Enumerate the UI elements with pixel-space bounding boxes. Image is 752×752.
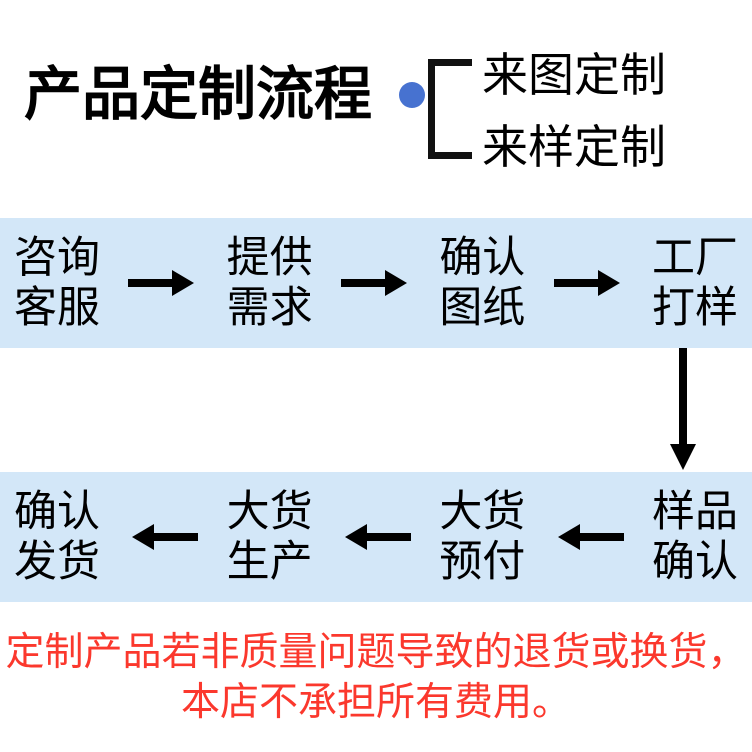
arrow-left-icon-3 xyxy=(552,522,626,552)
flow-row-2-band: 确认 发货 大货 生产 大货 预付 样品 确认 xyxy=(0,472,752,602)
step-line-1: 大货 xyxy=(226,488,313,536)
header-section: 产品定制流程 来图定制 来样定制 xyxy=(0,0,752,218)
flow-row-1-steps: 咨询 客服 提供 需求 确认 图纸 工厂 打样 xyxy=(0,218,752,348)
flow-step-bulk-prepayment: 大货 预付 xyxy=(439,487,525,587)
step-line-2: 发货 xyxy=(14,538,100,586)
flow-step-sample-confirm: 样品 确认 xyxy=(652,487,738,587)
flow-step-bulk-production: 大货 生产 xyxy=(227,487,313,587)
step-line-1: 确认 xyxy=(14,488,100,536)
step-line-2: 确认 xyxy=(651,538,738,586)
footer-line-2: 本店不承担所有费用。 xyxy=(180,681,571,724)
down-arrow-icon xyxy=(668,348,698,472)
step-line-2: 预付 xyxy=(439,538,526,586)
footer-disclaimer: 定制产品若非质量问题导致的退货或换货， 本店不承担所有费用。 xyxy=(0,628,752,728)
flow-step-consult-service: 咨询 客服 xyxy=(14,233,100,333)
step-line-2: 打样 xyxy=(651,284,738,332)
step-line-1: 提供 xyxy=(226,234,313,282)
brace-bracket-icon xyxy=(428,59,472,159)
arrow-right-icon-1 xyxy=(126,268,200,298)
step-line-1: 咨询 xyxy=(14,234,100,282)
flow-step-provide-requirements: 提供 需求 xyxy=(227,233,313,333)
step-line-1: 大货 xyxy=(439,488,526,536)
step-line-2: 生产 xyxy=(226,538,313,586)
down-arrow-shaft xyxy=(679,348,687,452)
step-line-2: 需求 xyxy=(226,284,313,332)
arrow-right-icon-3 xyxy=(552,268,626,298)
step-line-2: 图纸 xyxy=(439,284,526,332)
step-line-1: 样品 xyxy=(651,488,738,536)
footer-line-1: 定制产品若非质量问题导致的退货或换货， xyxy=(5,631,747,674)
bullet-dot-icon xyxy=(399,82,425,108)
arrow-right-icon-2 xyxy=(339,268,413,298)
flow-row-1-band: 咨询 客服 提供 需求 确认 图纸 工厂 打样 xyxy=(0,218,752,348)
step-line-1: 确认 xyxy=(439,234,526,282)
flow-step-confirm-shipment: 确认 发货 xyxy=(14,487,100,587)
brace-option-lai-tu: 来图定制 xyxy=(482,49,666,101)
arrow-left-icon-1 xyxy=(126,522,200,552)
step-line-2: 客服 xyxy=(14,284,100,332)
step-line-1: 工厂 xyxy=(651,234,738,282)
flow-step-factory-sample: 工厂 打样 xyxy=(652,233,738,333)
flow-step-confirm-drawing: 确认 图纸 xyxy=(439,233,525,333)
down-arrow-head xyxy=(670,444,696,470)
page-title: 产品定制流程 xyxy=(24,62,373,127)
brace-option-lai-yang: 来样定制 xyxy=(482,121,666,173)
arrow-left-icon-2 xyxy=(339,522,413,552)
flow-row-2-steps: 确认 发货 大货 生产 大货 预付 样品 确认 xyxy=(0,472,752,602)
